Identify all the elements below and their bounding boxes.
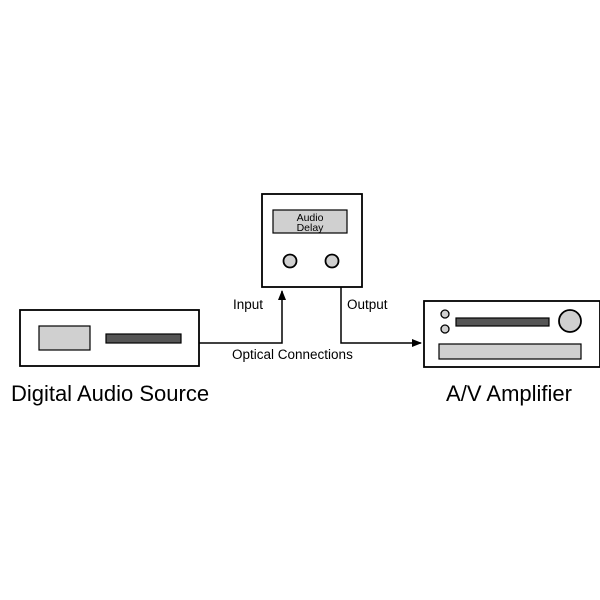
optical-connections-label: Optical Connections (232, 347, 353, 362)
amplifier-lower-panel (438, 343, 582, 360)
input-label: Input (233, 297, 263, 312)
delay-device-body (261, 193, 363, 288)
av-amplifier-device (423, 300, 600, 368)
amplifier-top-button (440, 309, 450, 319)
digital-audio-source-device (19, 309, 200, 367)
av-amplifier-label: A/V Amplifier (446, 381, 572, 406)
amplifier-display-slot (455, 317, 550, 327)
source-disc-slot (105, 333, 182, 344)
output-label: Output (347, 297, 388, 312)
source-display-panel (38, 325, 91, 351)
amplifier-volume-knob (558, 309, 582, 333)
digital-audio-source-label: Digital Audio Source (11, 381, 209, 406)
input-connection-line (199, 290, 286, 344)
delay-right-knob (324, 253, 340, 269)
amplifier-bottom-button (440, 324, 450, 334)
delay-display-panel (272, 209, 348, 234)
delay-panel-line1: Audio (297, 212, 324, 224)
audio-delay-device: Audio Delay (261, 193, 363, 288)
delay-panel-line2: Delay (297, 222, 325, 234)
delay-left-knob (282, 253, 298, 269)
output-connection-line (340, 287, 422, 347)
